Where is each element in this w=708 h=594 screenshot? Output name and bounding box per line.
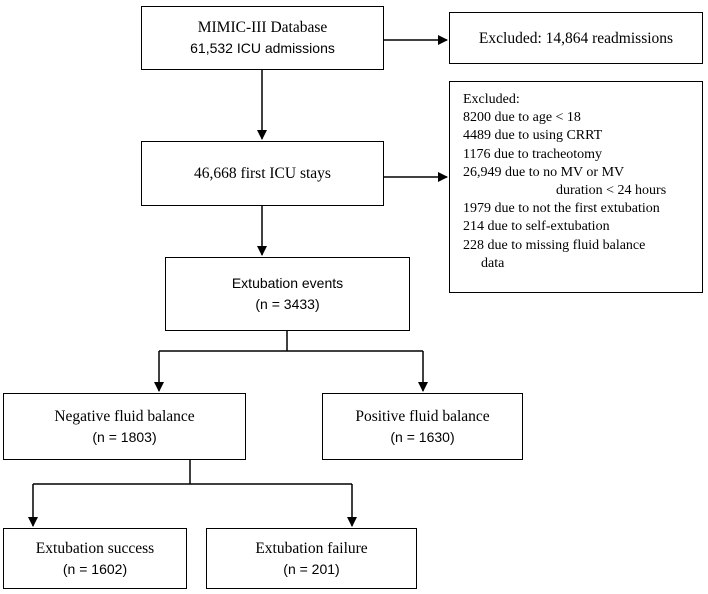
first-stays-text: 46,668 first ICU stays [194,165,331,182]
excluded-mv: 26,949 due to no MV or MV [463,164,625,180]
excluded-criteria-box: Excluded: 8200 due to age < 18 4489 due … [449,81,703,293]
database-title: MIMIC-III Database [197,19,328,36]
excluded-readmissions-text: Excluded: 14,864 readmissions [478,29,674,47]
positive-balance-box: Positive fluid balance (n = 1630) [322,393,523,460]
extubation-failure-title: Extubation failure [255,539,368,557]
first-stays-box: 46,668 first ICU stays [141,141,384,206]
extubation-failure-box: Extubation failure (n = 201) [206,528,417,589]
excluded-self-extubation: 214 due to self-extubation [463,219,610,235]
positive-balance-title: Positive fluid balance [355,407,490,425]
excluded-crrt: 4489 due to using CRRT [463,128,603,144]
negative-balance-title: Negative fluid balance [54,407,195,425]
excluded-tracheotomy: 1176 due to tracheotomy [463,146,603,162]
extubation-success-count: (n = 1602) [62,560,128,577]
database-box: MIMIC-III Database 61,532 ICU admissions [141,6,384,70]
excluded-readmissions-box: Excluded: 14,864 readmissions [449,12,703,64]
extubation-success-title: Extubation success [35,539,155,557]
negative-balance-box: Negative fluid balance (n = 1803) [3,393,246,460]
extubation-events-count: (n = 3433) [255,296,320,312]
positive-balance-count: (n = 1630) [390,428,455,445]
excluded-age: 8200 due to age < 18 [463,110,581,126]
excluded-criteria-title: Excluded: [463,92,520,107]
excluded-not-first-extubation: 1979 due to not the first extubation [463,201,660,217]
excluded-mv-duration: duration < 24 hours [556,183,667,199]
extubation-success-box: Extubation success (n = 1602) [3,528,187,589]
extubation-events-title: Extubation events [231,275,344,291]
database-count: 61,532 ICU admissions [190,40,335,56]
excluded-missing-fluid-balance: 228 due to missing fluid balance [463,237,646,253]
negative-balance-count: (n = 1803) [92,428,157,445]
excluded-missing-fluid-balance-cont: data [481,255,505,271]
extubation-failure-count: (n = 201) [283,560,340,577]
extubation-events-box: Extubation events (n = 3433) [165,257,410,331]
